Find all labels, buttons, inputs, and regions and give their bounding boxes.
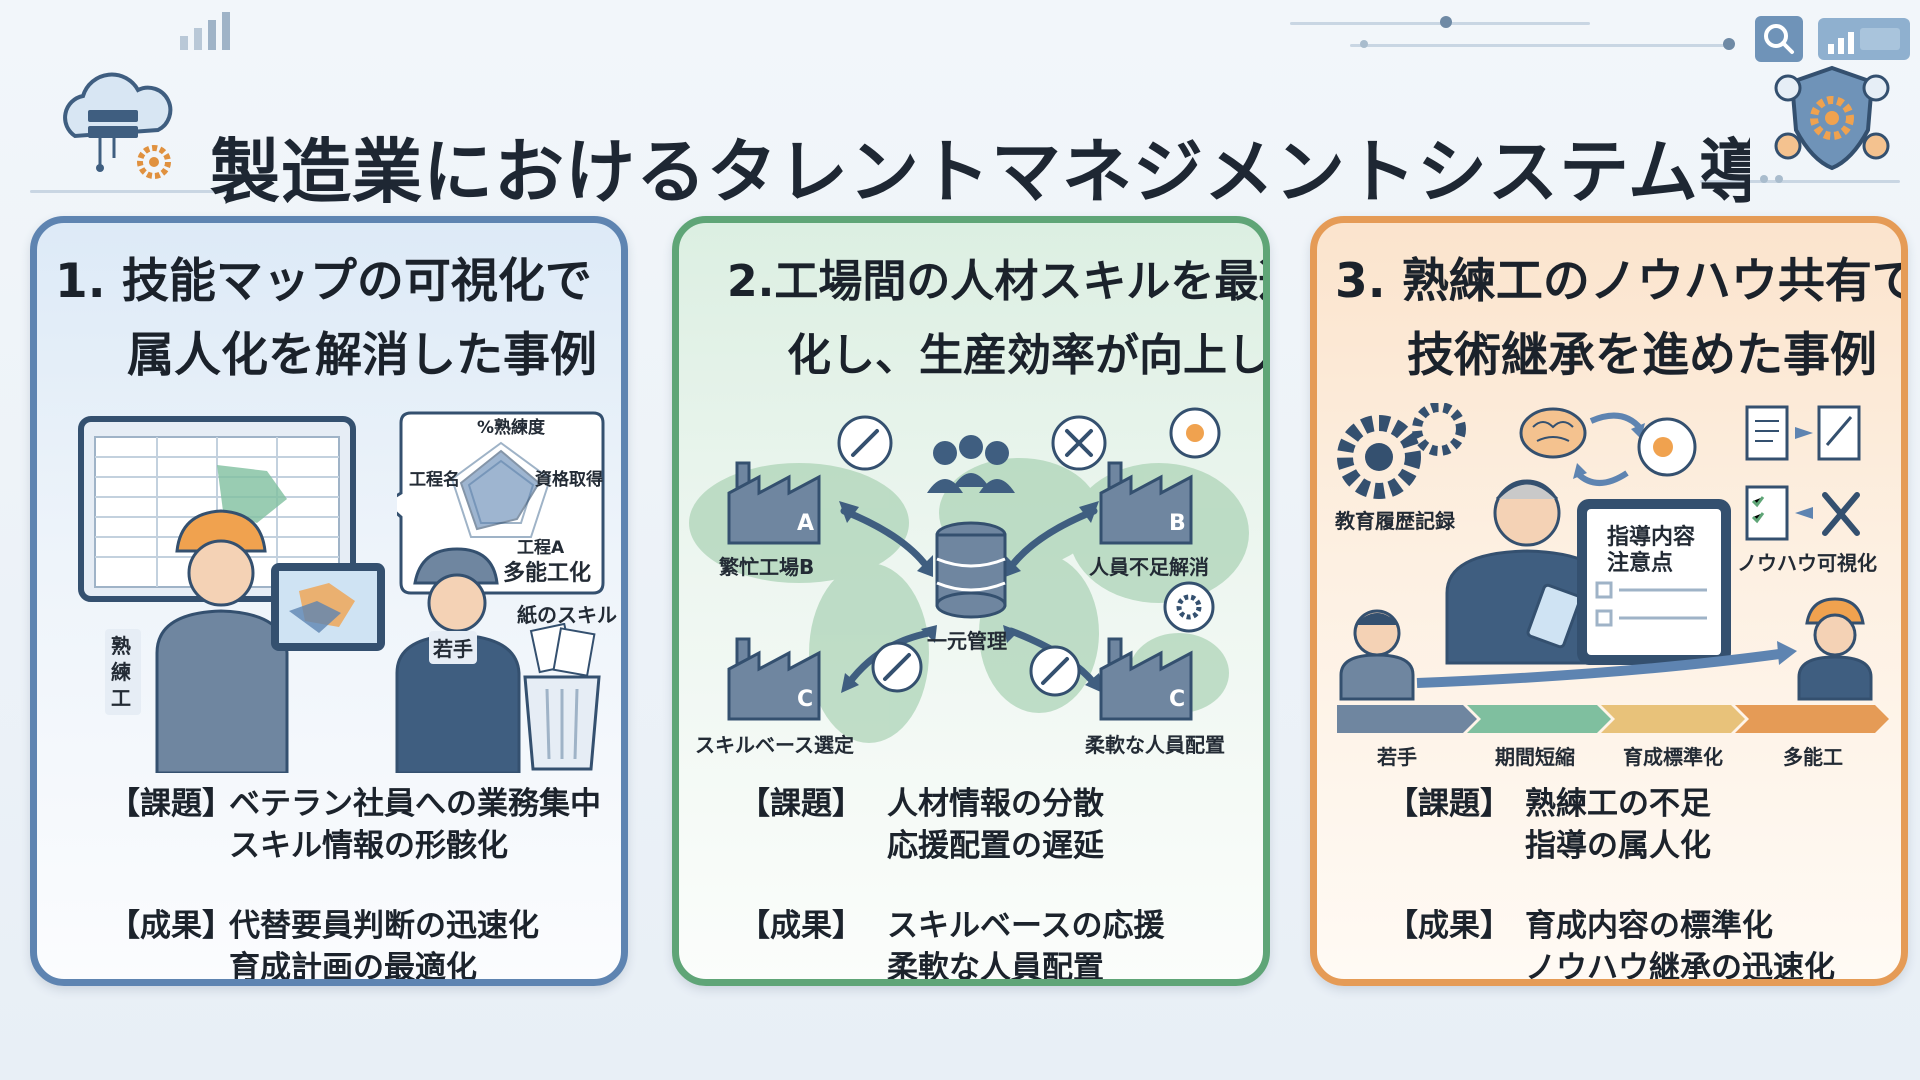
radar-bottom-label: 工程A [517, 538, 565, 558]
tablet-line1-label: 指導内容 [1607, 525, 1696, 550]
veteran-worker-figure [155, 509, 289, 773]
knowhow-transfer-diagram [1337, 403, 1889, 733]
case-2-title-line1: 2.工場間の人材スキルを最適 [727, 256, 1270, 307]
case-2-title-line2: 化し、生産効率が向上した事例 [787, 330, 1270, 381]
factory-network-diagram [689, 407, 1249, 743]
radar-left-label: 工程名 [409, 470, 460, 490]
bar-chart-decor-icon [180, 12, 230, 50]
result-line-1: 育成内容の標準化 [1525, 908, 1773, 944]
case-card-2: 2.工場間の人材スキルを最適 化し、生産効率が向上した事例 [672, 216, 1270, 986]
busy-factory-label: 繁忙工場B [719, 555, 815, 579]
result-line-2: 育成計画の最適化 [229, 950, 477, 986]
case-2-description: 【課題】 人材情報の分散 応援配置の遅延 【成果】 スキルベースの応援 柔軟な人… [679, 783, 1263, 986]
result-line-1: スキルベースの応援 [887, 908, 1165, 944]
case-2-result: 【成果】 スキルベースの応援 柔軟な人員配置 [679, 905, 1263, 986]
flexible-label: 柔軟な人員配置 [1085, 733, 1225, 757]
case-1-illustration: %熟練度 工程名 資格取得 工程A 多能工化 [47, 403, 617, 773]
veteran-label: 熟練工 [105, 629, 141, 715]
issue-line-1: 人材情報の分散 [887, 786, 1104, 822]
result-line-2: ノウハウ継承の迅速化 [1525, 950, 1835, 986]
multi-skill-label: 多能工化 [503, 561, 592, 586]
shortage-label: 人員不足解消 [1089, 555, 1209, 579]
case-3-title-line2: 技術継承を進めた事例 [1407, 328, 1877, 383]
step-standardize-label: 育成標準化 [1623, 745, 1723, 769]
result-tag: 【成果】 [109, 908, 233, 944]
issue-line-2: スキル情報の形骸化 [229, 828, 508, 864]
decor-dot [1360, 40, 1368, 48]
decor-dot [1775, 175, 1783, 183]
issue-line-2: 指導の属人化 [1525, 828, 1711, 864]
result-line-2: 柔軟な人員配置 [887, 950, 1104, 986]
case-2-title: 2.工場間の人材スキルを最適 化し、生産効率が向上した事例 [697, 245, 1270, 405]
decor-dot [1760, 175, 1768, 183]
skill-radar-chart [397, 411, 605, 595]
case-1-issue: 【課題】 ベテラン社員への業務集中 スキル情報の形骸化 [37, 783, 621, 867]
case-1-title-line1: 1. 技能マップの可視化で [55, 254, 592, 309]
radar-title-label: %熟練度 [477, 418, 546, 438]
young-label: 若手 [429, 631, 477, 664]
case-1-title: 1. 技能マップの可視化で 属人化を解消した事例 [55, 245, 603, 405]
decor-line [1350, 44, 1730, 47]
result-tag: 【成果】 [1387, 908, 1511, 944]
page-title: 製造業におけるタレントマネジメントシステム導入事例 [210, 130, 1750, 213]
case-card-3: 3. 熟練工のノウハウ共有で 技術継承を進めた事例 [1310, 216, 1908, 986]
case-3-issue: 【課題】 熟練工の不足 指導の属人化 [1317, 783, 1901, 867]
tablet-line2-label: 注意点 [1607, 551, 1674, 576]
case-2-issue: 【課題】 人材情報の分散 応援配置の遅延 [679, 783, 1263, 867]
paper-skill-label: 紙のスキル [517, 603, 617, 627]
result-tag: 【成果】 [739, 908, 863, 944]
case-1-title-line2: 属人化を解消した事例 [127, 328, 597, 383]
case-3-title-line1: 3. 熟練工のノウハウ共有で [1335, 254, 1908, 309]
factory-b-letter: B [1169, 511, 1186, 536]
issue-line-1: 熟練工の不足 [1525, 786, 1711, 822]
shield-gear-icon [1774, 65, 1890, 171]
trash-bin-icon [523, 623, 601, 771]
issue-tag: 【課題】 [109, 786, 233, 822]
result-line-1: 代替要員判断の迅速化 [229, 908, 539, 944]
radar-right-label: 資格取得 [535, 470, 603, 490]
step-young-label: 若手 [1377, 745, 1417, 769]
young-worker-figure [395, 547, 521, 773]
case-card-1: 1. 技能マップの可視化で 属人化を解消した事例 %熟 [30, 216, 628, 986]
skill-based-label: スキルベース選定 [695, 733, 854, 757]
issue-line-1: ベテラン社員への業務集中 [229, 786, 601, 822]
signal-bars-icon [1818, 18, 1910, 60]
edu-record-label: 教育履歴記録 [1335, 509, 1455, 533]
search-icon [1755, 16, 1803, 62]
factory-b [1099, 461, 1193, 545]
factory-c2-letter: C [1169, 687, 1186, 712]
decor-line [1700, 180, 1900, 183]
decor-dot [1723, 38, 1735, 50]
factory-c2 [1099, 637, 1193, 721]
decor-dot [1440, 16, 1452, 28]
tablet-icon [271, 563, 385, 651]
issue-tag: 【課題】 [1387, 786, 1511, 822]
case-1-description: 【課題】 ベテラン社員への業務集中 スキル情報の形骸化 【成果】 代替要員判断の… [37, 783, 621, 986]
factory-a [727, 461, 821, 545]
step-shorten-label: 期間短縮 [1495, 745, 1575, 769]
central-management-label: 一元管理 [927, 629, 1007, 653]
case-3-result: 【成果】 育成内容の標準化 ノウハウ継承の迅速化 [1317, 905, 1901, 986]
issue-line-2: 応援配置の遅延 [887, 828, 1104, 864]
step-multiskill-label: 多能工 [1783, 745, 1843, 769]
issue-tag: 【課題】 [739, 786, 863, 822]
case-2-illustration: A B C C 繁忙工場B 人員不足解消 一元管理 スキルベース選定 柔軟な人員… [689, 403, 1253, 773]
factory-c1-letter: C [797, 687, 814, 712]
cloud-server-icon [63, 72, 173, 179]
decor-line [30, 190, 230, 193]
case-1-result: 【成果】 代替要員判断の迅速化 育成計画の最適化 [37, 905, 621, 986]
case-3-illustration: 教育履歴記録 指導内容 注意点 ノウハウ可視化 若手 期間短縮 育成標準化 多能… [1327, 403, 1891, 773]
case-3-title: 3. 熟練工のノウハウ共有で 技術継承を進めた事例 [1335, 245, 1908, 405]
factory-a-letter: A [797, 511, 815, 536]
knowhow-label: ノウハウ可視化 [1737, 551, 1877, 575]
factory-c1 [727, 637, 821, 721]
case-3-description: 【課題】 熟練工の不足 指導の属人化 【成果】 育成内容の標準化 ノウハウ継承の… [1317, 783, 1901, 986]
